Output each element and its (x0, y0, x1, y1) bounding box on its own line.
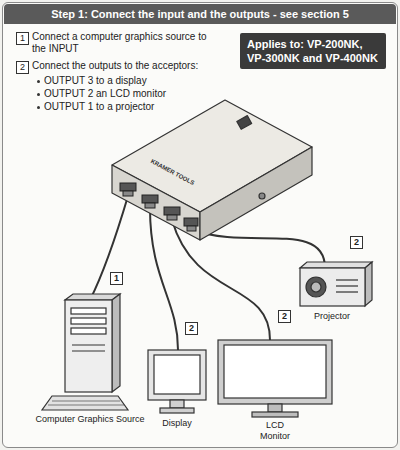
tower-side (112, 294, 120, 392)
callout-number: 2 (185, 322, 198, 335)
connectors (120, 183, 198, 231)
keyboard (42, 396, 128, 410)
step-number: 2 (16, 61, 29, 74)
tower-top (65, 294, 120, 300)
plug (184, 218, 198, 226)
display (148, 350, 206, 413)
plug (142, 195, 158, 203)
plug-boot (123, 191, 133, 196)
vent (336, 291, 358, 292)
lcd-base (252, 412, 298, 417)
plug-boot (187, 226, 196, 231)
bullet-text: OUTPUT 2 an LCD monitor (44, 88, 224, 100)
key-row (48, 405, 124, 406)
plug (120, 183, 136, 191)
vent (72, 344, 105, 345)
projector-front (300, 268, 365, 306)
callout-number: 2 (350, 236, 363, 249)
key-row (52, 401, 120, 402)
vent (336, 279, 358, 280)
display-base (160, 408, 194, 413)
projector (300, 262, 372, 306)
display-neck (170, 400, 184, 408)
device-caption: LCD Monitor (251, 420, 299, 442)
lcd-neck (268, 404, 282, 412)
callout-number: 1 (110, 272, 123, 285)
display-case (148, 350, 206, 400)
projector-lens (306, 277, 326, 297)
bullet-dot (37, 93, 40, 96)
plug-boot (145, 203, 155, 208)
bullet-dot (37, 106, 40, 109)
tower-front (65, 300, 112, 392)
step-number: 1 (16, 32, 29, 45)
bullet-text: OUTPUT 3 to a display (44, 75, 224, 87)
projector-side (365, 262, 372, 306)
node-text: Applies to: VP-200NK, VP-300NK and VP-40… (247, 37, 379, 65)
output3-cable (150, 208, 178, 350)
device-caption: Projector (292, 311, 372, 322)
drive-bay (71, 318, 106, 324)
computer (42, 294, 128, 410)
scaler-device (112, 100, 312, 240)
output1-cable (192, 230, 325, 268)
drive-bay (71, 308, 106, 314)
device-top (112, 100, 312, 212)
power-jack (259, 193, 265, 199)
bullet-text: OUTPUT 1 to a projector (44, 101, 224, 113)
drive-bay (71, 328, 106, 334)
projector-top (300, 262, 372, 268)
callout-number: 2 (278, 310, 291, 323)
plug (164, 207, 180, 215)
device-side (200, 147, 312, 240)
header-bar: Step 1: Connect the input and the output… (4, 4, 396, 24)
vent (72, 350, 105, 351)
device-caption: Computer Graphics Source (35, 414, 145, 425)
lcd-bezel (218, 340, 332, 404)
applies-to-box: Applies to: VP-200NK, VP-300NK and VP-40… (240, 33, 386, 69)
vent (336, 285, 358, 286)
projector-lens-glass (311, 282, 321, 292)
lcd-monitor (218, 340, 332, 417)
instruction-text: Connect the outputs to the acceptors: (32, 60, 232, 72)
plug-boot (167, 215, 177, 220)
device-caption: Display (147, 418, 207, 429)
input-cable (90, 196, 128, 300)
lcd-screen (224, 345, 326, 398)
title-text: Step 1: Connect the input and the output… (4, 4, 396, 24)
instruction-text: Connect a computer graphics source to th… (32, 31, 222, 55)
display-screen (154, 355, 200, 394)
bullet-dot (37, 80, 40, 83)
logo-mark (237, 116, 252, 130)
